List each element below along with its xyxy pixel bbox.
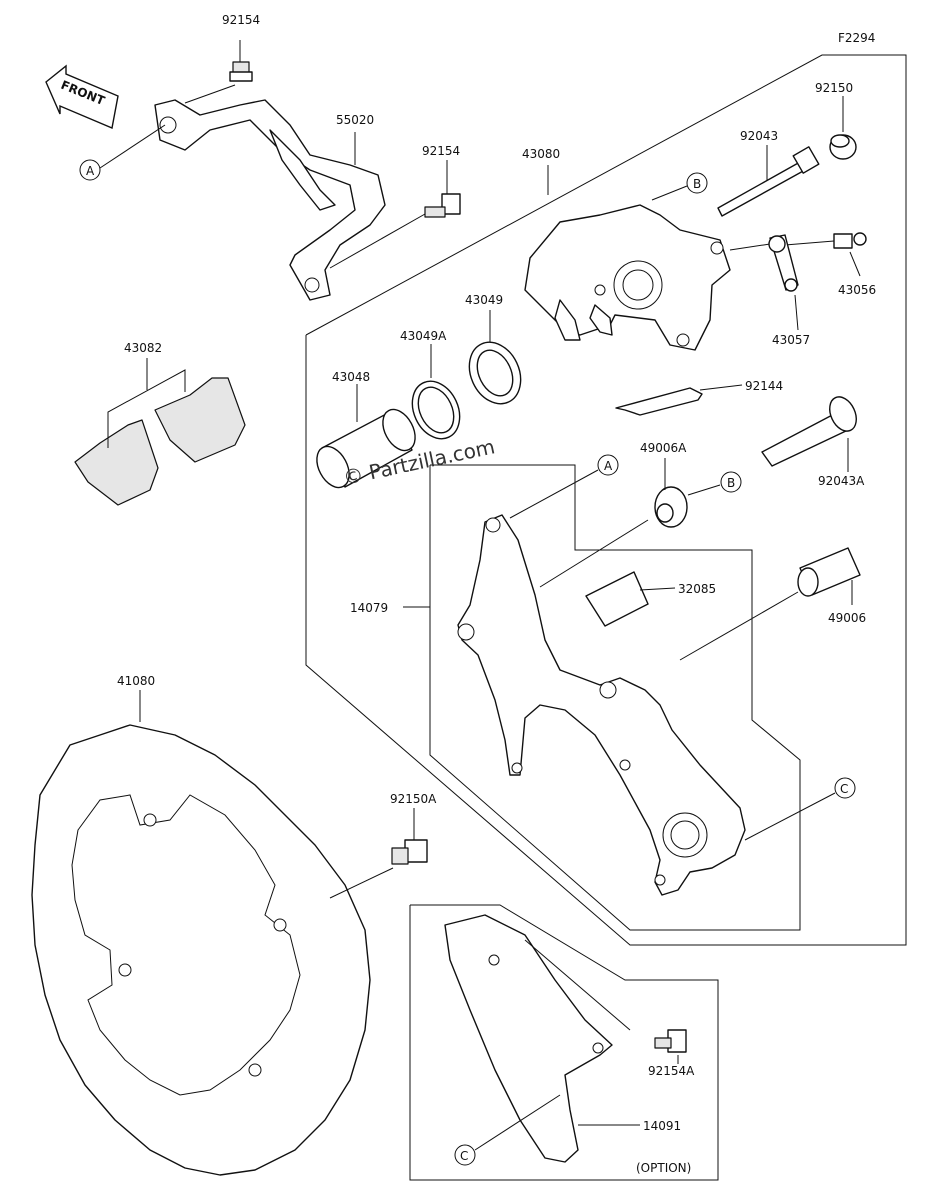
label-43049A: 43049A: [400, 329, 447, 343]
ref-marker-b-top-label: B: [693, 177, 701, 191]
spring-92144: [615, 387, 703, 416]
option-outline: [409, 904, 719, 1181]
ref-marker-c-bottom: [454, 1144, 476, 1166]
piston-43048: [316, 408, 416, 489]
label-92043A: 92043A: [818, 474, 865, 488]
label-41080: 41080: [117, 674, 155, 688]
assembly-outline: [305, 54, 907, 946]
label-49006: 49006: [828, 611, 866, 625]
pin-92043A: [761, 396, 857, 467]
ref-marker-c-right: [834, 777, 856, 799]
label-43082: 43082: [124, 341, 162, 355]
ref-marker-b-mid-label: B: [727, 476, 735, 490]
seal-43049: [468, 341, 522, 405]
label-92150A: 92150A: [390, 792, 437, 806]
label-32085: 32085: [678, 582, 716, 596]
seal-43049A: [411, 380, 461, 440]
bushing-49006: [797, 547, 861, 597]
ref-marker-c-bottom-label: C: [460, 1149, 468, 1163]
bolt-92154A: [654, 1029, 687, 1053]
sub-assembly-outline: [429, 464, 801, 931]
washer-43057: [768, 234, 799, 292]
label-92154-mid: 92154: [422, 144, 460, 158]
label-55020: 55020: [336, 113, 374, 127]
ref-marker-c-right-label: C: [840, 782, 848, 796]
label-92154-top: 92154: [222, 13, 260, 27]
front-arrow-icon: FRONT: [45, 64, 119, 129]
label-43049: 43049: [465, 293, 503, 307]
bolt-92154-mid: [329, 193, 461, 269]
bolt-92154-top: [184, 61, 253, 104]
pin-92043: [717, 146, 820, 217]
label-92150: 92150: [815, 81, 853, 95]
clip-32085: [585, 571, 649, 627]
ref-marker-a-mid: [597, 454, 619, 476]
ref-marker-a-label: A: [86, 164, 95, 178]
caliper-43080: [524, 204, 731, 351]
label-43057: 43057: [772, 333, 810, 347]
label-14079: 14079: [350, 601, 388, 615]
option-label: (OPTION): [636, 1161, 691, 1175]
label-14091: 14091: [643, 1119, 681, 1133]
label-92154A: 92154A: [648, 1064, 695, 1078]
label-43048: 43048: [332, 370, 370, 384]
label-43056: 43056: [838, 283, 876, 297]
caliper-bracket-14079: [457, 514, 746, 896]
label-92144: 92144: [745, 379, 783, 393]
guard-14091: [444, 914, 613, 1163]
bolt-92150A: [329, 839, 428, 899]
cap-92150: [829, 134, 857, 160]
brake-pads-43082: [74, 377, 246, 506]
label-43080: 43080: [522, 147, 560, 161]
bleeder-43056: [833, 232, 867, 249]
ref-marker-b-mid: [720, 471, 742, 493]
ref-marker-a: [79, 159, 101, 181]
boot-49006A: [654, 486, 688, 528]
ref-marker-b-top: [686, 172, 708, 194]
ref-marker-a-mid-label: A: [604, 459, 613, 473]
bracket-55020: [154, 99, 386, 301]
label-92043: 92043: [740, 129, 778, 143]
diagram-code: F2294: [838, 31, 875, 45]
brake-disc-41080: [31, 724, 371, 1176]
label-49006A: 49006A: [640, 441, 687, 455]
